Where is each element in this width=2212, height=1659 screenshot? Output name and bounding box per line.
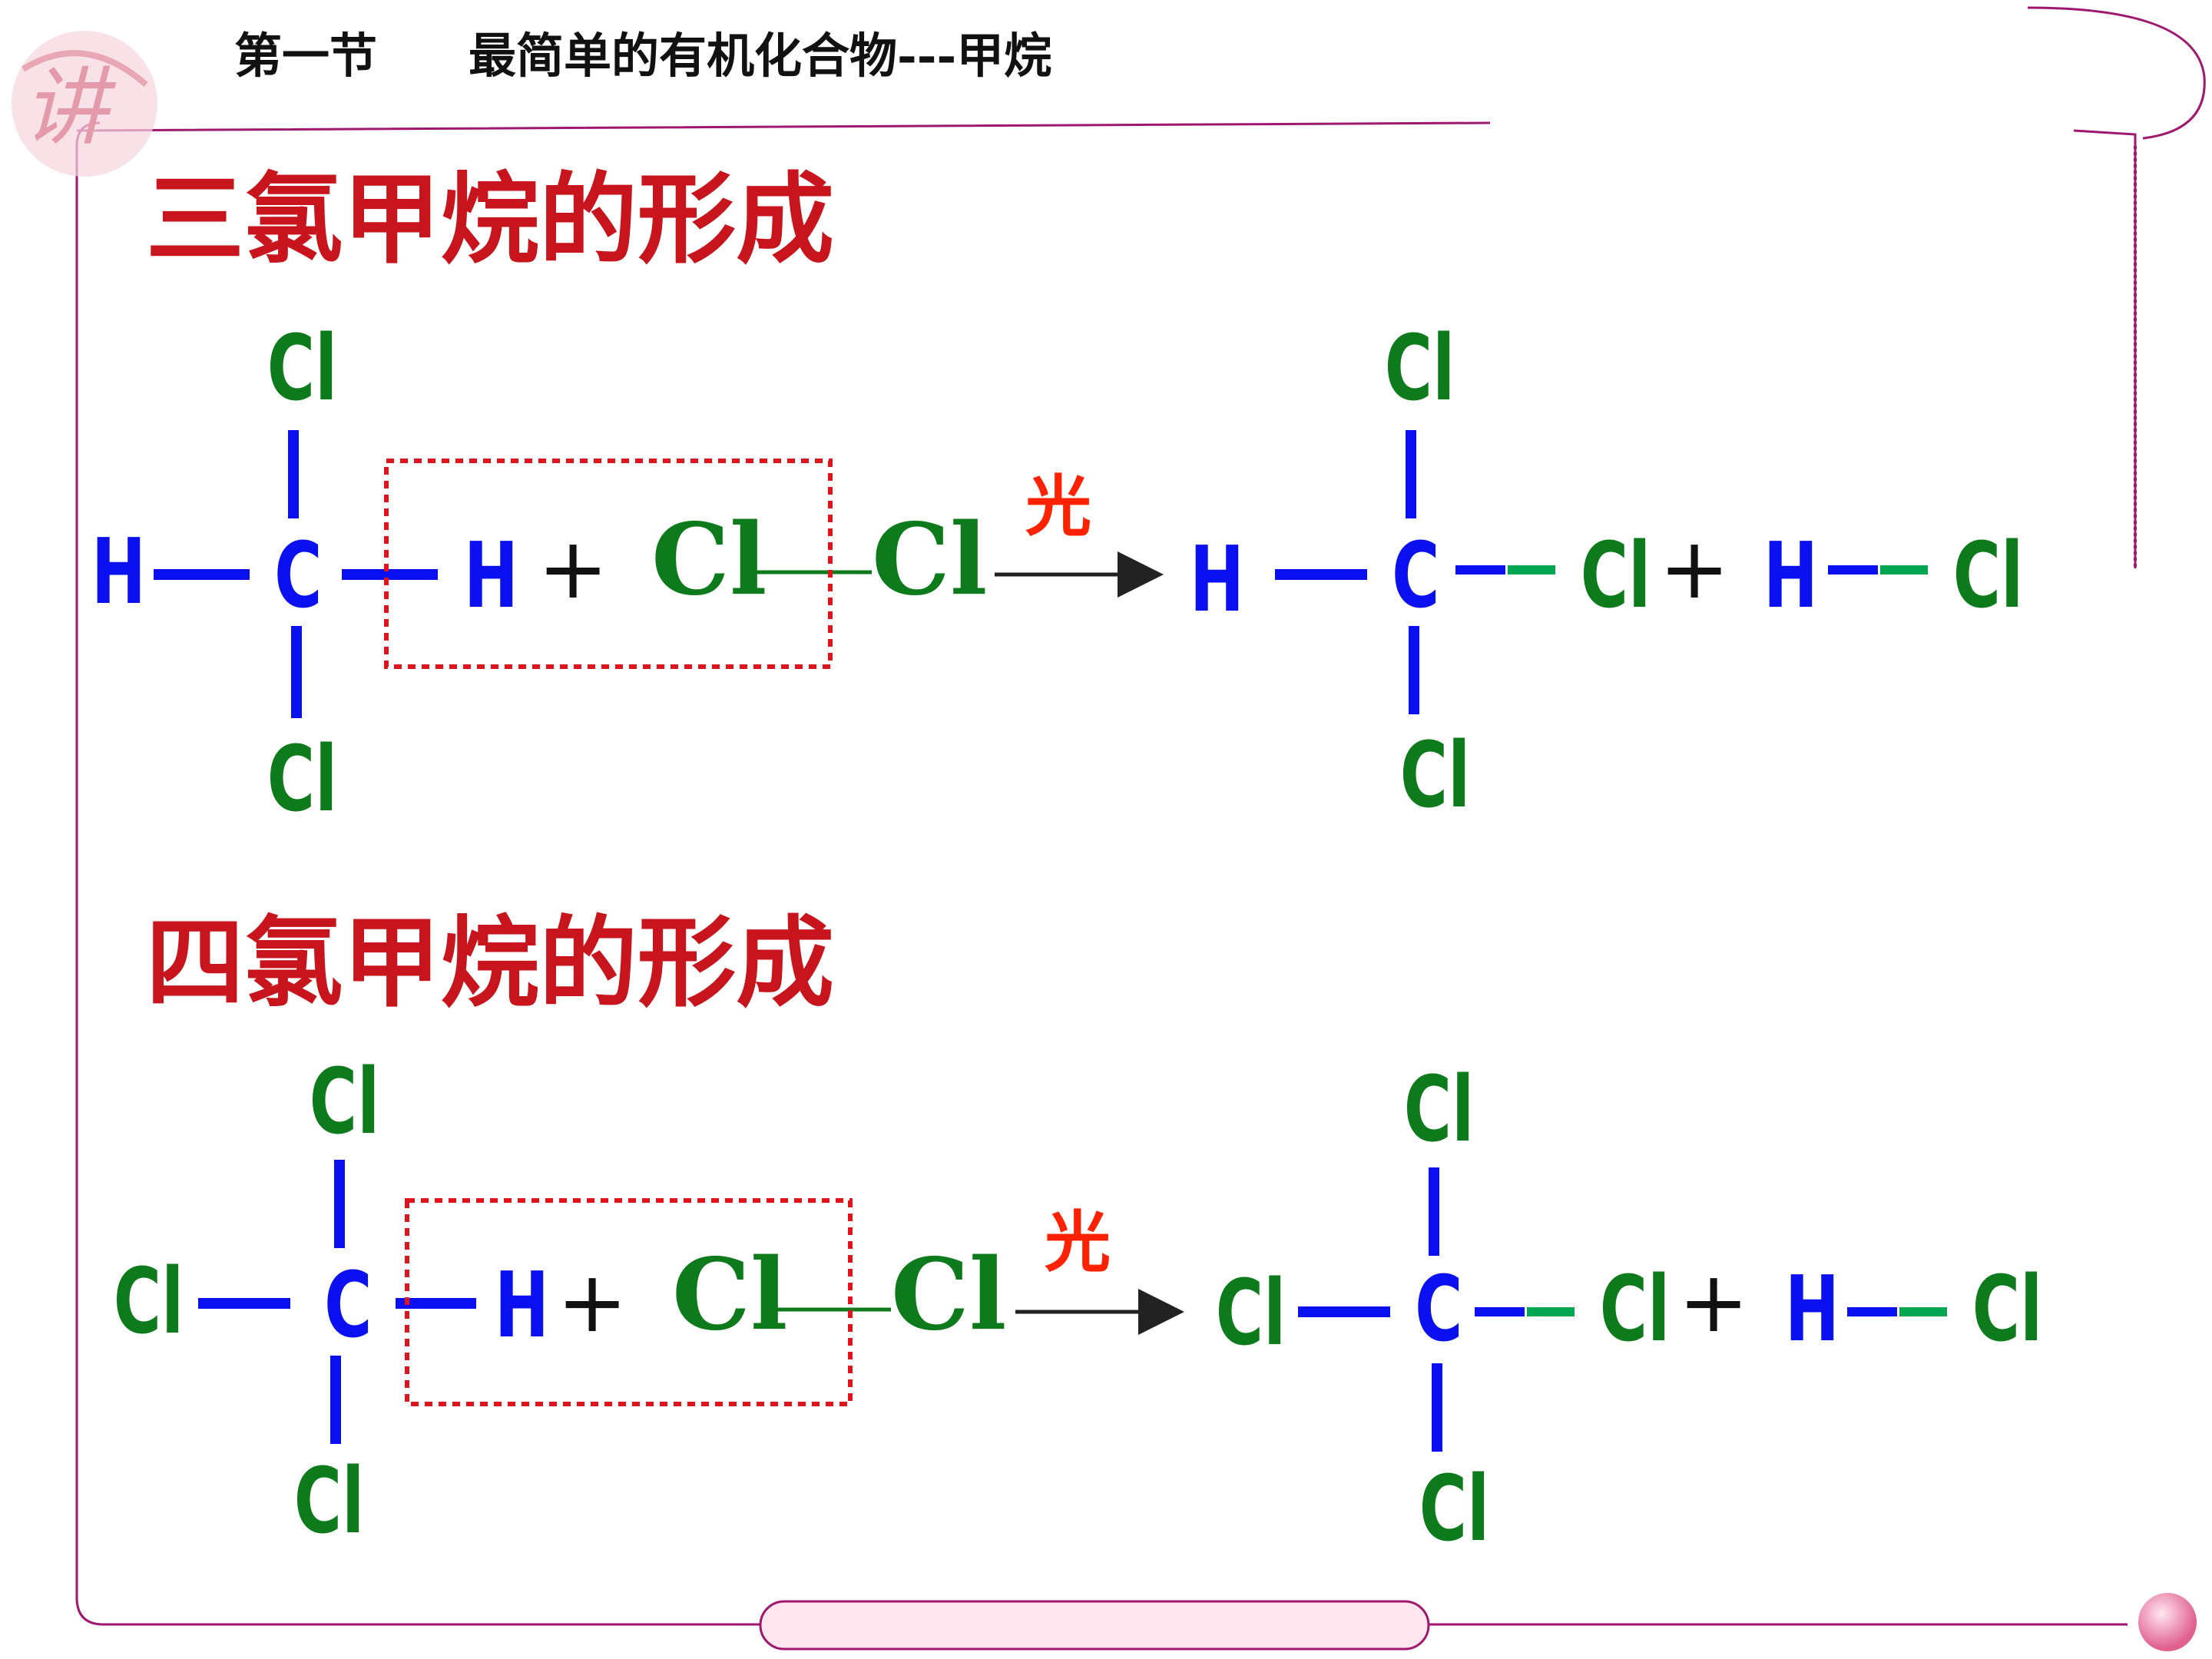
product-center-atom: C — [1392, 522, 1440, 628]
product-top-atom: Cl — [1403, 1056, 1475, 1162]
hcl-cl-atom: Cl — [1972, 1256, 2043, 1362]
chlorine-atom-a: Cl — [672, 1237, 788, 1353]
reactant-top-atom: Cl — [309, 1048, 380, 1154]
section-title-carbon-tetrachloride: 四氯甲烷的形成 — [146, 906, 835, 1021]
chlorine-atom-b: Cl — [891, 1237, 1007, 1353]
chlorine-atom-b: Cl — [872, 502, 988, 618]
bond-break-highlight-box — [384, 459, 833, 669]
product-left-atom: H — [1189, 526, 1244, 632]
reactant-center-atom: C — [274, 522, 323, 628]
reaction-condition-light: 光 — [1045, 1204, 1111, 1281]
reactant-center-atom: C — [324, 1252, 373, 1358]
chlorine-atom-a: Cl — [651, 502, 767, 618]
product-left-atom: Cl — [1215, 1260, 1286, 1366]
chapter-label: 第一节 — [234, 28, 378, 84]
reaction-condition-light: 光 — [1025, 468, 1091, 545]
plus-sign: + — [538, 519, 609, 618]
section-title-chloroform: 三氯甲烷的形成 — [146, 162, 835, 277]
reactant-bottom-atom: Cl — [267, 726, 338, 832]
plus-sign: + — [557, 1253, 628, 1351]
hcl-h-atom: H — [1784, 1256, 1839, 1362]
reactant-left-atom: Cl — [113, 1248, 184, 1354]
product-center-atom: C — [1415, 1256, 1463, 1362]
reactant-bottom-atom: Cl — [293, 1448, 365, 1554]
reactant-top-atom: Cl — [267, 315, 338, 421]
hcl-h-atom: H — [1763, 522, 1818, 628]
plus-sign: + — [1659, 519, 1730, 618]
hcl-cl-atom: Cl — [1952, 522, 2024, 628]
reactant-left-atom: H — [91, 518, 146, 624]
reactant-right-atom: H — [463, 522, 518, 628]
product-right-atom: Cl — [1580, 522, 1651, 628]
product-top-atom: Cl — [1384, 315, 1455, 421]
reactant-right-atom: H — [494, 1252, 549, 1358]
product-right-atom: Cl — [1599, 1256, 1671, 1362]
logo: 讲 — [23, 58, 108, 157]
product-bottom-atom: Cl — [1399, 722, 1471, 828]
bond-break-highlight-box — [405, 1198, 853, 1406]
product-bottom-atom: Cl — [1419, 1455, 1490, 1561]
plus-sign: + — [1678, 1253, 1750, 1351]
chapter-title: 最简单的有机化合物---甲烷 — [469, 28, 1052, 84]
